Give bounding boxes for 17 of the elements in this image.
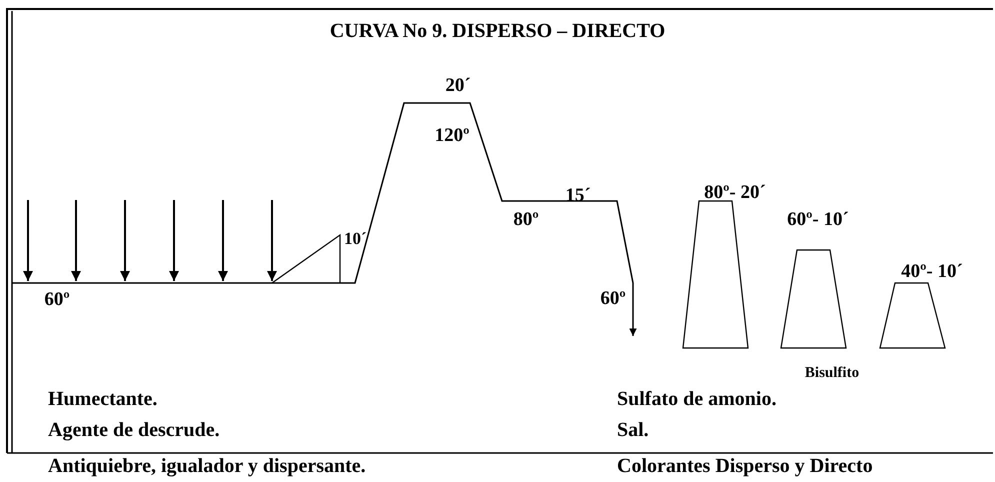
ingredient-text: Antiquiebre, igualador y dispersante. bbox=[48, 456, 366, 476]
curve-label: 60º- 10´ bbox=[787, 210, 849, 229]
ingredient-text: Humectante. bbox=[48, 389, 158, 409]
curve-label: 80º bbox=[513, 210, 539, 229]
curve-label: 40º- 10´ bbox=[901, 262, 963, 281]
curve-label: 10´ bbox=[344, 230, 367, 247]
ingredient-text: Sulfato de amonio. bbox=[617, 389, 776, 409]
curve-label: 60º bbox=[600, 289, 626, 308]
curve-label: 80º- 20´ bbox=[704, 183, 766, 202]
title: CURVA No 9. DISPERSO – DIRECTO bbox=[328, 21, 666, 41]
ingredient-text: Sal. bbox=[617, 420, 649, 440]
curve-label: 60º bbox=[44, 290, 70, 309]
curve-label: 20´ bbox=[445, 76, 471, 95]
ingredient-text: Agente de descrude. bbox=[48, 420, 220, 440]
curve-label: 120º bbox=[434, 126, 470, 145]
ingredient-text: Bisulfito bbox=[804, 366, 860, 381]
ingredient-text: Colorantes Disperso y Directo bbox=[617, 456, 873, 476]
